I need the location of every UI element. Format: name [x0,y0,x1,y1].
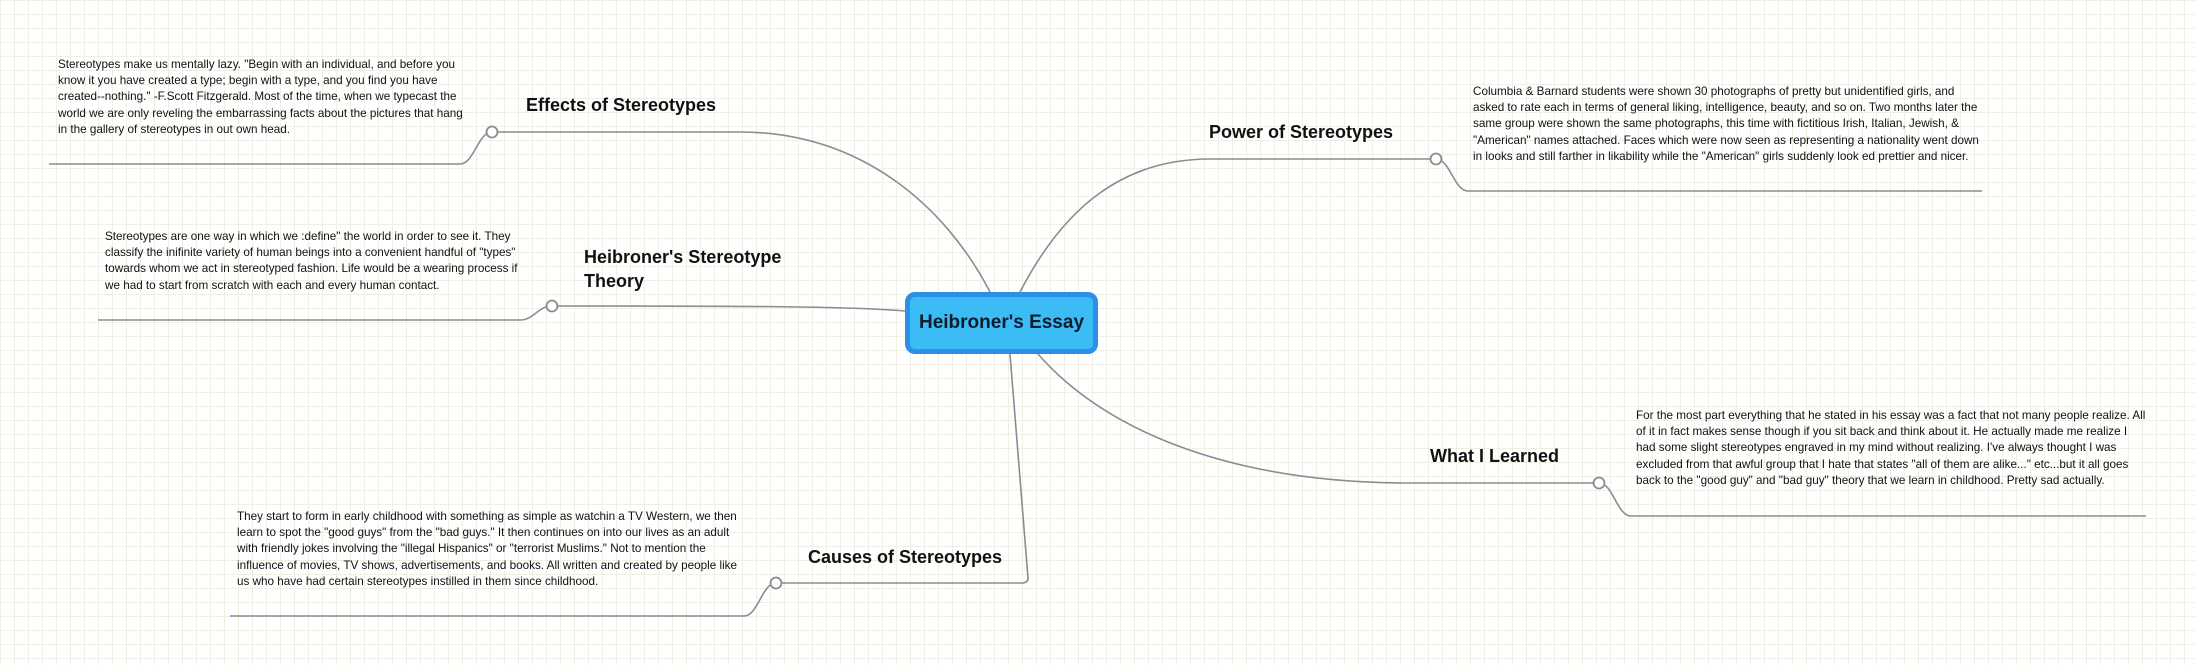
central-topic-label: Heibroner's Essay [918,312,1085,333]
connector-heibroners-stereotype-theory [551,305,906,312]
collapse-handle-theory [545,299,559,313]
branch-title-effects-of-stereotypes[interactable]: Effects of Stereotypes [526,95,717,115]
connector-effects-of-stereotypes [492,131,991,293]
note-power-of-stereotypes[interactable]: Columbia & Barnard students were shown 3… [1473,85,1979,163]
underline-heibroners-stereotype-theory [98,305,553,321]
note-causes-of-stereotypes[interactable]: They start to form in early childhood wi… [237,510,738,588]
collapse-handle-power [1429,152,1443,166]
branch-title-heibroners-stereotype-theory[interactable]: Heibroner's Stereotype Theory [584,247,782,291]
note-what-i-learned[interactable]: For the most part everything that he sta… [1636,409,2146,487]
note-effects-of-stereotypes[interactable]: Stereotypes make us mentally lazy. "Begi… [58,58,463,136]
collapse-handle-learned [1592,476,1606,490]
note-heibroners-stereotype-theory[interactable]: Stereotypes are one way in which we :def… [105,230,518,292]
connector-power-of-stereotypes [1019,158,1436,293]
collapse-handle-causes [769,576,783,590]
connector-causes-of-stereotypes [776,353,1029,584]
collapse-handle-effects [485,125,499,139]
branch-title-causes-of-stereotypes[interactable]: Causes of Stereotypes [808,547,1003,567]
branch-title-what-i-learned[interactable]: What I Learned [1430,446,1560,466]
connector-what-i-learned [1037,353,1599,484]
branch-title-power-of-stereotypes[interactable]: Power of Stereotypes [1209,122,1394,142]
central-topic[interactable]: Heibroner's Essay [905,292,1098,354]
